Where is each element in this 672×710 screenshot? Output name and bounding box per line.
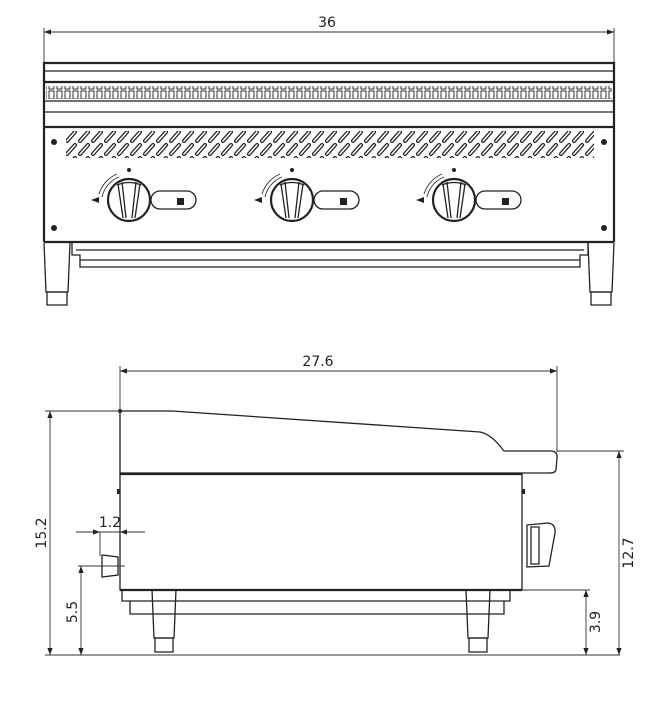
- control-knob-1: [89, 166, 198, 223]
- screw-icon: [51, 225, 57, 231]
- side-knob: [102, 555, 118, 577]
- depth-dimension: 27.6: [120, 354, 557, 452]
- knob-height-label: 5.5: [65, 601, 81, 623]
- front-view: 36: [44, 15, 614, 305]
- control-knob-3: [414, 166, 523, 223]
- body: [102, 474, 555, 590]
- front-panel: [44, 131, 614, 242]
- width-dimension: 36: [44, 15, 614, 62]
- overall-height-label: 15.2: [34, 517, 50, 548]
- side-view: 27.6 15.2 5.5: [34, 354, 637, 655]
- vent-slots: [66, 131, 594, 158]
- screw-icon: [601, 139, 607, 145]
- screw-icon: [51, 139, 57, 145]
- depth-dimension-label: 27.6: [302, 354, 333, 370]
- drip-tray: [72, 243, 588, 267]
- control-knob-2: [252, 166, 361, 223]
- screw-icon: [601, 225, 607, 231]
- width-dimension-label: 36: [318, 15, 336, 31]
- side-legs: [122, 590, 510, 652]
- legs: [44, 243, 614, 305]
- side-handle: [527, 523, 555, 567]
- top-rails: [44, 62, 614, 242]
- lid: [118, 409, 557, 473]
- leg-height-label: 3.9: [588, 611, 604, 633]
- body-height-label: 12.7: [621, 537, 637, 568]
- height-dimensions: 15.2 5.5 1.2 12.7 3.9: [34, 411, 637, 655]
- knob-depth-label: 1.2: [99, 515, 121, 531]
